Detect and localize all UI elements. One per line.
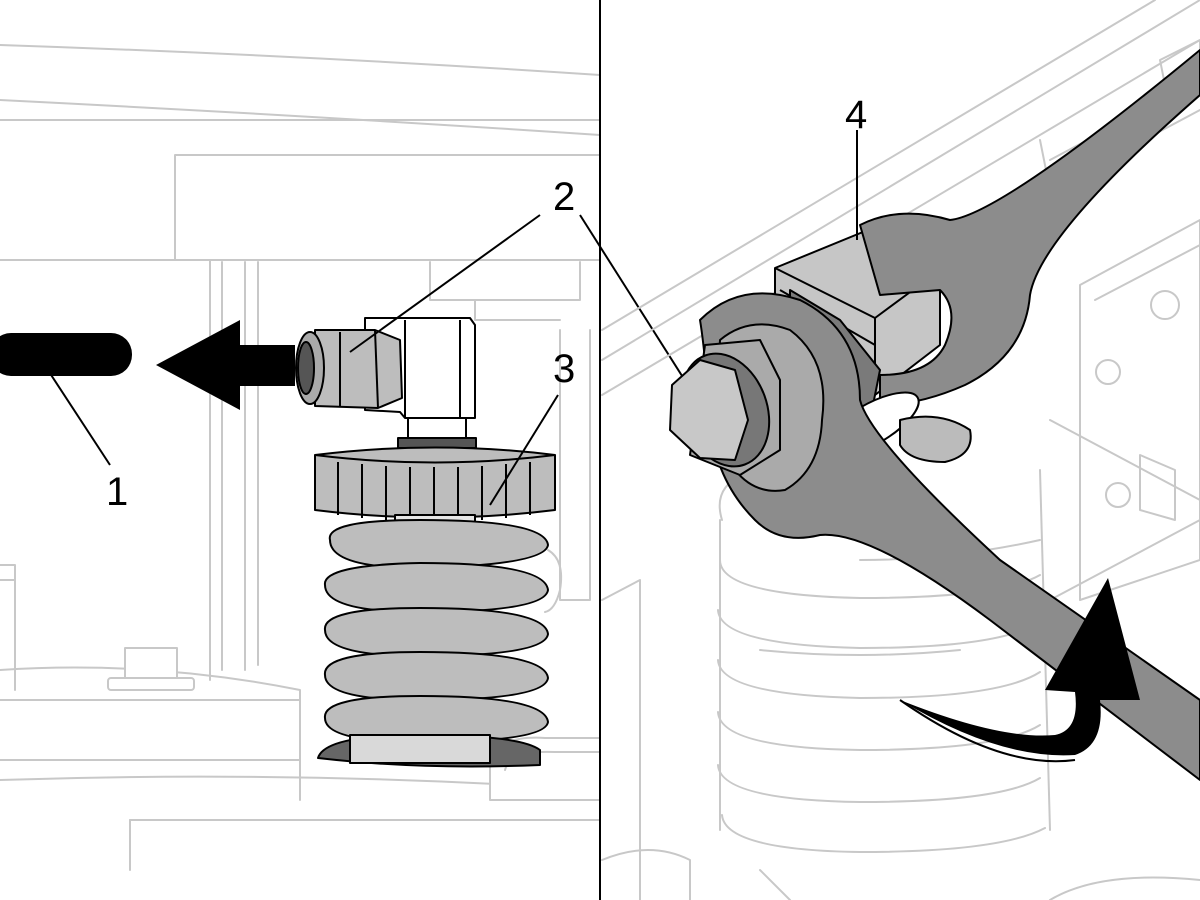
callout-1: 1 — [106, 470, 128, 514]
rotation-arrow-leader — [899, 699, 1076, 763]
spring — [317, 514, 549, 768]
callout-3: 3 — [553, 347, 575, 391]
bolt-head — [669, 339, 781, 476]
fitting-nut — [295, 329, 403, 409]
hose — [0, 333, 132, 376]
right-panel — [601, 0, 1200, 900]
left-panel — [0, 44, 711, 871]
open-end-wrench — [859, 49, 1200, 406]
callout-4: 4 — [845, 93, 867, 137]
callout-labels: 1 2 3 4 — [106, 93, 867, 514]
rotation-arrow — [900, 578, 1140, 756]
spring-cap — [314, 446, 556, 521]
callout-2: 2 — [553, 175, 575, 219]
right-background-structure — [601, 0, 1200, 900]
left-arrow — [156, 320, 295, 410]
left-background-structure — [0, 44, 601, 871]
